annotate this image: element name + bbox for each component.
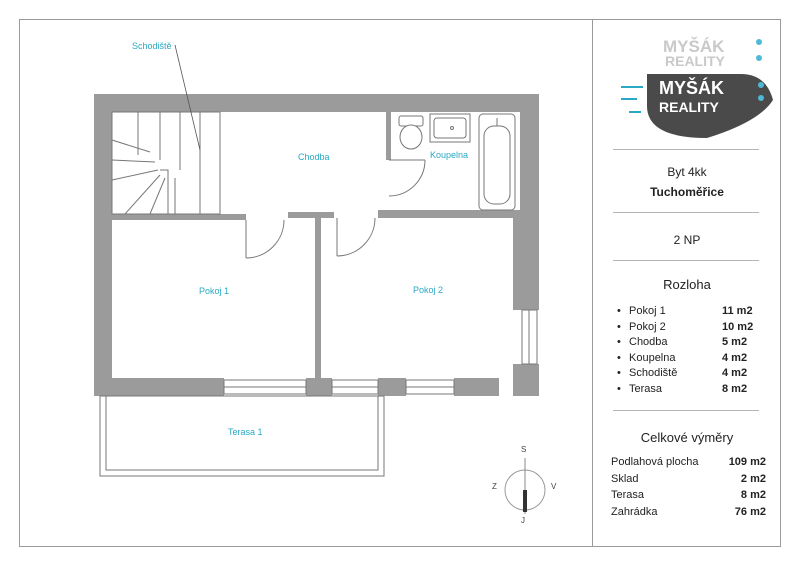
compass-west: Z (492, 482, 497, 491)
room-area-row: • Terasa 8 m2 (617, 383, 757, 395)
total-value: 76 m2 (734, 505, 766, 518)
room-label-koupelna: Koupelna (430, 150, 469, 160)
bullet: • (617, 382, 621, 395)
room-label-pokoj1: Pokoj 1 (199, 286, 230, 296)
total-row: Zahrádka 76 m2 (611, 506, 766, 518)
bullet: • (617, 320, 621, 333)
svg-text:MYŠÁK: MYŠÁK (663, 37, 725, 56)
total-row: Podlahová plocha 109 m2 (611, 456, 766, 468)
logo-line1: MYŠÁK (659, 77, 724, 98)
room-name: Terasa (629, 382, 663, 395)
apartment-location: Tuchoměřice (650, 185, 724, 199)
room-area-value: 10 m2 (722, 320, 754, 333)
svg-text:REALITY: REALITY (665, 53, 726, 69)
bullet: • (617, 367, 621, 379)
room-area-value: 8 m2 (722, 382, 748, 395)
room-name: Chodba (629, 336, 668, 348)
apartment-type: Byt 4kk (667, 165, 707, 179)
windows (223, 309, 538, 395)
info-panel: MYŠÁK REALITY MYŠÁK REALITY Byt 4kk Tuch… (593, 20, 781, 546)
room-name: Koupelna (629, 351, 676, 364)
total-row: Terasa 8 m2 (611, 489, 766, 501)
totals-heading: Celkové výměry (640, 430, 734, 445)
total-row: Sklad 2 m2 (611, 473, 766, 485)
room-area-row: • Koupelna 4 m2 (617, 352, 757, 364)
bathroom-fixtures (398, 113, 516, 211)
staircase (111, 44, 221, 215)
room-area-value: 4 m2 (722, 367, 748, 379)
logo-graphic: MYŠÁK REALITY MYŠÁK REALITY (621, 37, 773, 138)
total-name: Podlahová plocha (611, 456, 699, 468)
separator (613, 410, 759, 411)
compass-east: V (551, 482, 557, 491)
room-area-row: • Schodiště 4 m2 (617, 367, 757, 379)
floor-label: 2 NP (673, 233, 701, 247)
compass-south: J (521, 516, 525, 525)
area-heading: Rozloha (663, 277, 711, 292)
total-value: 109 m2 (728, 456, 766, 468)
compass (504, 458, 546, 514)
stairs-callout-label: Schodiště (132, 41, 172, 51)
total-name: Terasa (611, 489, 645, 501)
separator (613, 149, 759, 150)
room-label-chodba: Chodba (298, 152, 330, 162)
room-area-value: 5 m2 (722, 336, 748, 348)
total-name: Zahrádka (611, 505, 658, 518)
room-area-row: • Chodba 5 m2 (617, 336, 757, 348)
panel-divider (592, 19, 593, 547)
walls (94, 94, 539, 396)
total-value: 8 m2 (740, 489, 766, 501)
page-frame (19, 19, 781, 547)
room-label-terasa: Terasa 1 (228, 427, 263, 437)
total-value: 2 m2 (740, 472, 766, 485)
separator (613, 212, 759, 213)
room-area-row: • Pokoj 1 11 m2 (617, 305, 757, 317)
total-name: Sklad (611, 472, 639, 485)
room-name: Schodiště (629, 367, 678, 379)
compass-north: S (521, 445, 527, 454)
bullet: • (617, 351, 621, 364)
room-area-row: • Pokoj 2 10 m2 (617, 321, 757, 333)
company-logo: MYŠÁK REALITY MYŠÁK REALITY (611, 26, 776, 152)
room-label-pokoj2: Pokoj 2 (413, 285, 444, 295)
room-area-value: 4 m2 (722, 351, 748, 364)
terrace-railing (99, 395, 385, 477)
logo-line2: REALITY (659, 99, 720, 115)
room-area-value: 11 m2 (722, 305, 753, 317)
bullet: • (617, 336, 621, 348)
room-name: Pokoj 1 (629, 305, 666, 317)
separator (613, 260, 759, 261)
bullet: • (617, 305, 621, 317)
floor-plan (94, 44, 546, 514)
room-name: Pokoj 2 (629, 320, 666, 333)
doors (245, 159, 426, 259)
